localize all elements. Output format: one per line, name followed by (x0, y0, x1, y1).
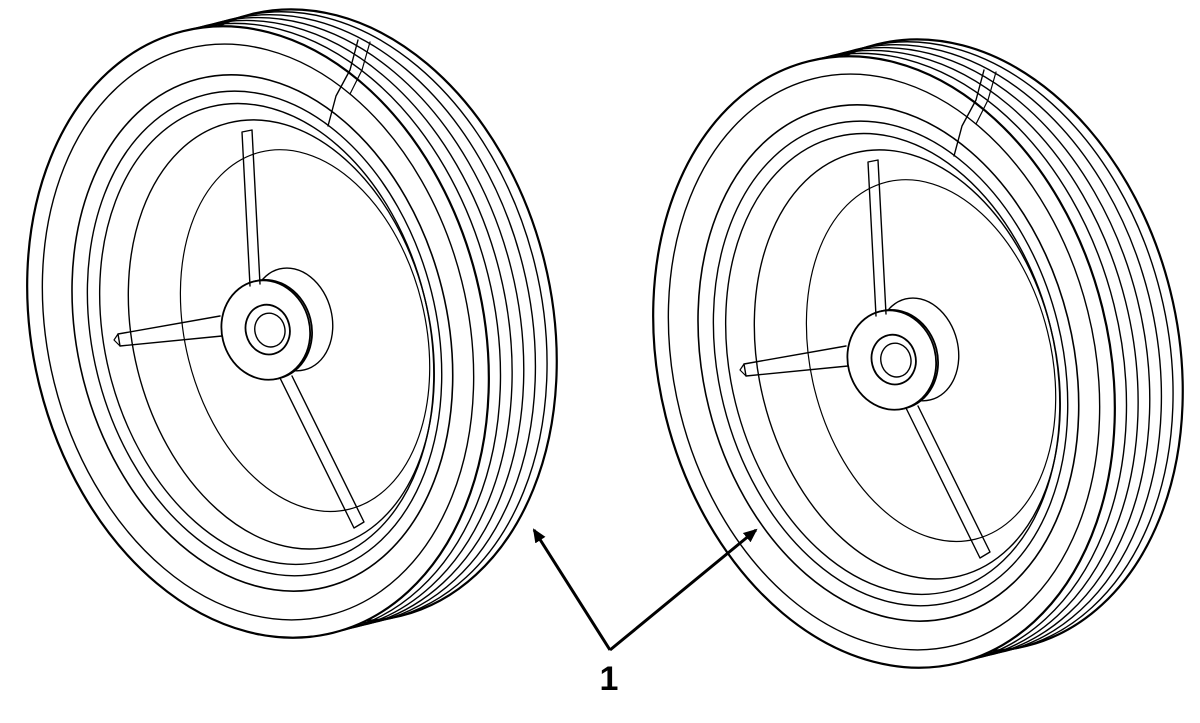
leader-arrow-right (609, 528, 758, 652)
leader-arrow-left (532, 528, 612, 651)
callout-leaders (532, 528, 758, 652)
right-wheel (589, 0, 1200, 719)
left-wheel (0, 0, 621, 689)
callout-label: 1 (600, 660, 619, 698)
